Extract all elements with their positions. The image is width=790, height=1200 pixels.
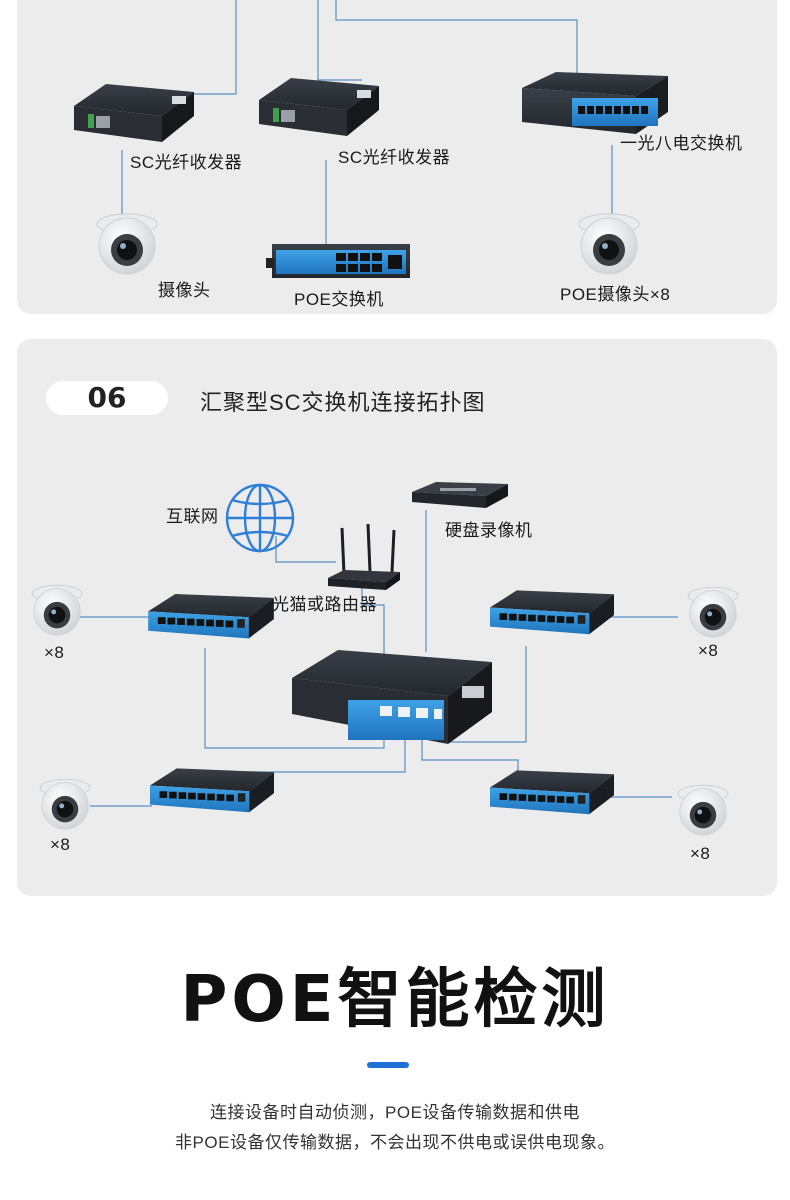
label-switch-1to8: 一光八电交换机 [620,134,743,153]
camera-left-bottom [39,778,91,830]
label-router: 光猫或路由器 [272,595,377,614]
sc-converter-left [74,84,194,142]
label-poe-camera-x8: POE摄像头×8 [560,285,671,304]
camera-right-top [687,586,739,638]
router-device [328,523,400,590]
nvr-device [412,482,508,508]
camera-top-left [96,213,158,275]
label-camera-count-left-top: ×8 [44,643,65,662]
label-camera-count-left-bottom: ×8 [50,835,71,854]
camera-right-bottom [677,784,729,836]
switch-right-top [490,590,614,635]
label-camera-count-right-top: ×8 [698,641,719,660]
label-poe-switch: POE交换机 [294,290,384,309]
sc-converter-mid [259,78,379,136]
aggregation-sc-switch [292,650,492,744]
switch-left-top [148,594,274,639]
switch-right-bottom [490,770,614,815]
poe-camera-top-right [578,213,640,275]
label-internet: 互联网 [166,507,219,526]
section-number-badge: 06 [46,381,168,415]
switch-1to8-top [522,72,668,134]
feature-description-line1: 连接设备时自动侦测，POE设备传输数据和供电 [210,1103,580,1122]
label-camera-count-right-bottom: ×8 [690,844,711,863]
feature-description-line2: 非POE设备仅传输数据，不会出现不供电或误供电现象。 [175,1133,615,1152]
camera-left-top [31,584,83,636]
poe-switch-top [266,244,410,278]
section-title: 汇聚型SC交换机连接拓扑图 [200,390,486,415]
label-sc-converter-mid: SC光纤收发器 [338,148,451,167]
feature-title: POE智能检测 [180,963,610,1037]
switch-left-bottom [150,768,274,813]
label-nvr: 硬盘录像机 [445,521,533,540]
globe-icon [225,483,295,553]
label-sc-converter-left: SC光纤收发器 [130,153,243,172]
topology-diagram [31,0,739,836]
label-camera: 摄像头 [158,281,211,300]
accent-bar [367,1062,409,1068]
